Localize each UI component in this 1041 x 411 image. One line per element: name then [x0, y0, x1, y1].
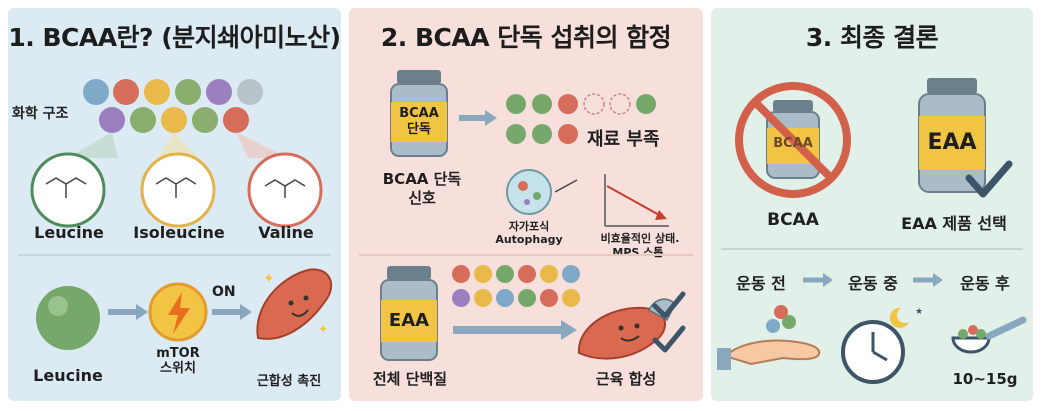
panel2-art: [380, 70, 686, 361]
section-divider: [721, 248, 1023, 250]
amino-balls-complete: [452, 265, 580, 307]
timeline-during: 운동 중: [848, 274, 898, 293]
arrow-icon: [212, 304, 252, 320]
happy-muscle-icon: ✦ ✦: [256, 268, 333, 340]
bcaa-bottle-icon: [390, 70, 448, 157]
leucine-name: Leucine: [34, 223, 104, 242]
dose-label: 10~15g: [952, 370, 1018, 388]
panel2-title: 2. BCAA 단독 섭취의 함정: [380, 23, 672, 52]
valine-name: Valine: [258, 223, 314, 242]
synthesis-promotion-label: 근합성 촉진: [256, 374, 322, 389]
bcaa-bottle-label: BCAA 단독: [399, 106, 439, 137]
svg-text:✦: ✦: [263, 271, 275, 287]
section-divider: [359, 254, 693, 256]
arrow-icon: [453, 320, 577, 340]
amino-chain: [83, 79, 263, 133]
panel1-title: 1. BCAA란? (분지쇄아미노산): [8, 23, 341, 52]
hand-with-supplements-icon: [717, 305, 821, 370]
bcaa-bottle-text: BCAA: [773, 136, 813, 151]
panel-bcaa-definition: 1. BCAA란? (분지쇄아미노산): [8, 8, 341, 401]
valine-structure-icon: [247, 152, 323, 228]
checkmark-icon: [965, 160, 1013, 198]
arrow-icon: [459, 110, 497, 126]
panel1-art: ✦ ✦: [30, 79, 333, 350]
leucine-bottom-label: Leucine: [33, 366, 103, 385]
svg-text:✦: ✦: [318, 322, 328, 336]
scoop-icon: [951, 316, 1027, 354]
eaa-choice-label: EAA 제품 선택: [901, 214, 1007, 233]
panel3-art: ★: [717, 78, 1027, 384]
chem-structure-label: 화학 구조: [12, 106, 69, 122]
checkmark-icon: [652, 291, 686, 353]
panel-bcaa-pitfall: 2. BCAA 단독 섭취의 함정: [349, 8, 703, 401]
arrow-icon: [913, 273, 943, 287]
eaa-bottle-label: EAA: [388, 310, 430, 331]
amino-balls-shortage: [506, 93, 656, 144]
arrow-icon: [108, 304, 148, 320]
eaa-bottle-text: EAA: [927, 130, 977, 155]
prohibited-icon: [735, 82, 851, 198]
material-shortage-label: 재료 부족: [587, 129, 660, 150]
mtor-switch-icon: [148, 282, 208, 342]
arrow-icon: [803, 273, 833, 287]
bcaa-label: BCAA: [767, 210, 819, 230]
whole-protein-label: 전체 단백질: [372, 370, 448, 388]
svg-text:★: ★: [915, 307, 923, 317]
leucine-ball-icon: [36, 286, 100, 350]
mtor-switch-label: mTOR 스위치: [156, 346, 200, 376]
declining-chart-icon: [604, 174, 669, 227]
on-label: ON: [212, 284, 236, 300]
connector-line: [554, 179, 578, 193]
timeline-before: 운동 전: [736, 274, 786, 293]
timeline-after: 운동 후: [960, 274, 1010, 293]
isoleucine-structure-icon: [140, 152, 216, 228]
isoleucine-name: Isoleucine: [133, 223, 225, 242]
muscle-synthesis-label: 근육 합성: [595, 370, 657, 388]
section-divider: [18, 254, 331, 256]
eaa-bottle-icon: [918, 78, 986, 193]
clock-icon: ★: [841, 307, 923, 384]
autophagy-cell-icon: [506, 169, 552, 215]
autophagy-label: 자가포식 Autophagy: [495, 220, 563, 246]
bcaa-signal-label: BCAA 단독 신호: [382, 170, 462, 207]
panel-final-conclusion: 3. 최종 결론: [711, 8, 1033, 401]
panel3-title: 3. 최종 결론: [805, 23, 939, 52]
eaa-bottle-icon: [380, 266, 438, 361]
leucine-structure-icon: [30, 152, 106, 228]
